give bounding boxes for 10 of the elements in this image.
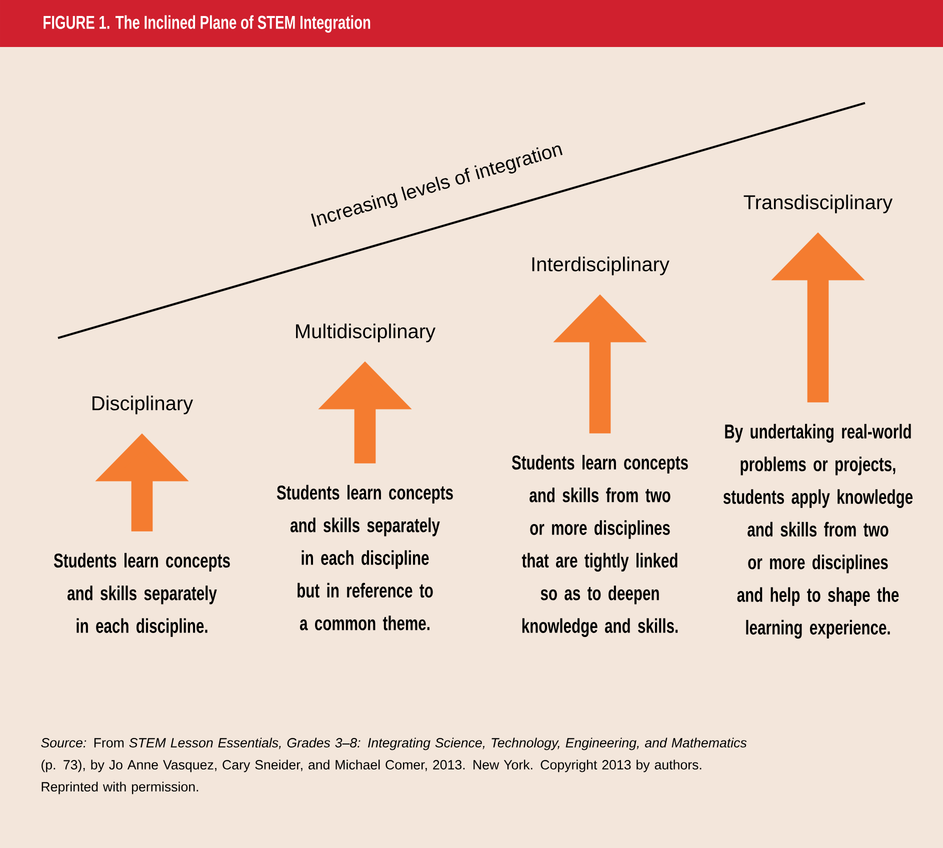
level-heading: Transdisciplinary <box>744 194 893 214</box>
level-description: By undertaking real-world problems or projects, students apply knowledge and skills from two or more disciplines and help to shape the learning experience. <box>723 424 913 639</box>
level-description: Students learn concepts and skills separately in each discipline but in reference to a common theme. <box>276 484 453 630</box>
level-heading: Disciplinary <box>92 396 194 414</box>
title-bar: FIGURE 1. The Inclined Plane of STEM Integration <box>0 0 943 47</box>
level-description: Students learn concepts and skills from two or more disciplines that are tightly linked so as to deepen knowledge and skills. <box>512 454 688 637</box>
source-note: Source: From STEM Lesson Essentials, Grades 3–8: Integrating Science, Technology, Engineering, and Mathematics (p. 73), by Jo Anne Vasquez, Cary Sneider, and Michael Comer, 2013. New York. Copyright 2013 by authors. Reprinted with permission. <box>41 738 747 794</box>
level-heading: Interdisciplinary <box>532 256 670 276</box>
level-description: Students learn concepts and skills separately in each discipline. <box>54 552 230 637</box>
level-heading: Multidisciplinary <box>296 324 436 342</box>
